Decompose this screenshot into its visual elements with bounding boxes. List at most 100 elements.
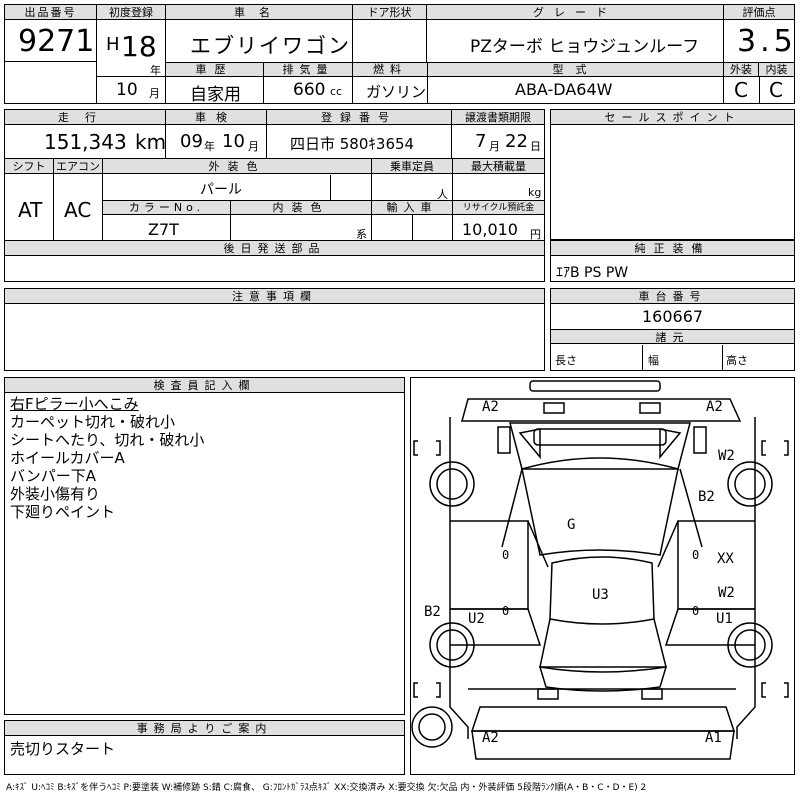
interior-label: 内装 bbox=[759, 63, 794, 77]
genuine-label: 純正装備 bbox=[551, 241, 794, 256]
inspector-line: 右Fピラー小へこみ bbox=[10, 395, 139, 413]
svg-text:0: 0 bbox=[692, 548, 699, 562]
inspector-line: 外装小傷有り bbox=[10, 485, 101, 503]
max-load-label: 最大積載量 bbox=[453, 159, 544, 174]
max-load-unit: kg bbox=[528, 186, 542, 199]
history-label: 車歴 bbox=[166, 63, 263, 77]
inspector-label: 検査員記入欄 bbox=[5, 378, 404, 393]
inspection-year-unit: 年 bbox=[204, 140, 215, 153]
era-prefix: H bbox=[106, 34, 120, 55]
genuine-equipment: ｴｱB PS PW bbox=[556, 265, 629, 281]
transfer-day: 22 bbox=[505, 131, 528, 152]
transfer-day-unit: 日 bbox=[530, 140, 541, 153]
legend-text: A:ｷｽﾞ U:ﾍｺﾐ B:ｷｽﾞを伴うﾍｺﾐ P:要塗装 W:補修跡 S:錆 … bbox=[6, 783, 647, 793]
shift: AT bbox=[18, 198, 43, 222]
door-label: ドア形状 bbox=[353, 5, 426, 20]
genuine-block bbox=[550, 240, 795, 282]
model-label: 型式 bbox=[428, 63, 723, 77]
recycle-fee: 10,010 bbox=[462, 220, 518, 239]
import-label: 輸入車 bbox=[372, 201, 452, 215]
chassis-label: 車台番号 bbox=[551, 289, 794, 304]
chassis-number: 160667 bbox=[642, 307, 704, 326]
mark-a2-bottom-left: A2 bbox=[482, 730, 499, 746]
inspection-label: 車検 bbox=[166, 110, 266, 125]
mileage: 151,343 bbox=[44, 130, 127, 154]
exterior-label: 外装 bbox=[724, 63, 759, 77]
inspector-line: ホイールカバーA bbox=[10, 449, 125, 467]
displacement-unit: cc bbox=[330, 85, 343, 98]
year-unit: 年 bbox=[150, 64, 161, 77]
capacity-label: 乗車定員 bbox=[372, 159, 452, 174]
score-label: 評価点 bbox=[724, 5, 794, 20]
fuel: ガソリン bbox=[366, 83, 427, 101]
inspection-month-unit: 月 bbox=[248, 140, 259, 153]
caution-label: 注意事項欄 bbox=[5, 289, 544, 304]
dims-label: 諸元 bbox=[551, 329, 794, 344]
transfer-month: 7 bbox=[475, 131, 487, 152]
color-no-label: カラーNo. bbox=[103, 201, 230, 215]
svg-text:0: 0 bbox=[502, 548, 509, 562]
fuel-label: 燃料 bbox=[353, 63, 427, 77]
inspection-year: 09 bbox=[180, 131, 203, 152]
lot-number-label: 出品番号 bbox=[5, 5, 96, 20]
later-parts-label: 後日発送部品 bbox=[5, 241, 544, 256]
transfer-month-unit: 月 bbox=[489, 140, 500, 153]
mark-g-center: G bbox=[567, 517, 576, 533]
plate-label: 登録番号 bbox=[267, 110, 451, 125]
width-label: 幅 bbox=[648, 354, 659, 367]
month-unit: 月 bbox=[149, 87, 160, 100]
transfer-label: 譲渡書類期限 bbox=[452, 110, 544, 125]
first-reg-label: 初度登録 bbox=[97, 5, 165, 20]
later-parts-block bbox=[4, 240, 545, 282]
history: 自家用 bbox=[190, 85, 241, 105]
grade: PZターボ ヒョウジュンルーフ bbox=[470, 37, 700, 57]
ext-color: パール bbox=[200, 182, 242, 198]
ac: AC bbox=[64, 198, 92, 222]
mark-b2-left: B2 bbox=[424, 604, 441, 620]
inspector-block bbox=[4, 377, 405, 715]
lot-number: 9271 bbox=[18, 24, 95, 59]
sales-point-block bbox=[550, 109, 795, 240]
exterior-grade: C bbox=[734, 78, 748, 102]
int-color-unit: 系 bbox=[356, 228, 367, 241]
office-label: 事務局よりご案内 bbox=[5, 721, 404, 736]
ac-label: エアコン bbox=[54, 159, 102, 174]
inspector-line: カーペット切れ・破れ小 bbox=[10, 413, 176, 431]
mark-a2-top-left: A2 bbox=[482, 399, 499, 415]
mileage-unit: km bbox=[135, 130, 167, 154]
header-block bbox=[4, 4, 795, 104]
shift-label: シフト bbox=[5, 159, 53, 174]
mileage-label: 走行 bbox=[5, 110, 165, 125]
ext-color-label: 外装色 bbox=[103, 159, 371, 174]
mark-b2-right: B2 bbox=[698, 489, 715, 505]
mark-a2-top-right: A2 bbox=[706, 399, 723, 415]
inspection-month: 10 bbox=[222, 131, 245, 152]
car-diagram-block bbox=[410, 377, 795, 775]
reg-month: 10 bbox=[116, 80, 138, 100]
office-message: 売切りスタート bbox=[10, 740, 116, 758]
inspector-lines: 右Fピラー小へこみ カーペット切れ・破れ小 シートへたり、切れ・破れ小 ホイール… bbox=[10, 395, 204, 521]
reg-year: 18 bbox=[121, 30, 157, 63]
capacity-unit: 人 bbox=[437, 188, 448, 201]
mark-w2-right-mid: W2 bbox=[718, 585, 735, 601]
grade-label: グレード bbox=[427, 5, 723, 20]
recycle-unit: 円 bbox=[530, 228, 541, 241]
office-block bbox=[4, 720, 405, 775]
mark-u2-left: U2 bbox=[468, 611, 485, 627]
mark-w2-right-top: W2 bbox=[718, 448, 735, 464]
displacement: 660 bbox=[293, 80, 326, 100]
length-label: 長さ bbox=[555, 354, 577, 367]
int-color-label: 内装色 bbox=[231, 201, 371, 215]
interior-grade: C bbox=[769, 78, 783, 102]
mark-a1-bottom-right: A1 bbox=[705, 730, 722, 746]
displacement-label: 排気量 bbox=[264, 63, 352, 77]
plate: 四日市 580ｷ3654 bbox=[290, 135, 415, 153]
height-label: 高さ bbox=[726, 354, 748, 367]
svg-text:0: 0 bbox=[502, 604, 509, 618]
car-name-label: 車名 bbox=[166, 5, 352, 20]
color-no: Z7T bbox=[148, 220, 179, 239]
mark-u1-right: U1 bbox=[716, 611, 733, 627]
inspector-line: シートへたり、切れ・破れ小 bbox=[10, 431, 205, 449]
model: ABA-DA64W bbox=[515, 80, 613, 99]
car-name: エブリイワゴン bbox=[190, 34, 351, 58]
